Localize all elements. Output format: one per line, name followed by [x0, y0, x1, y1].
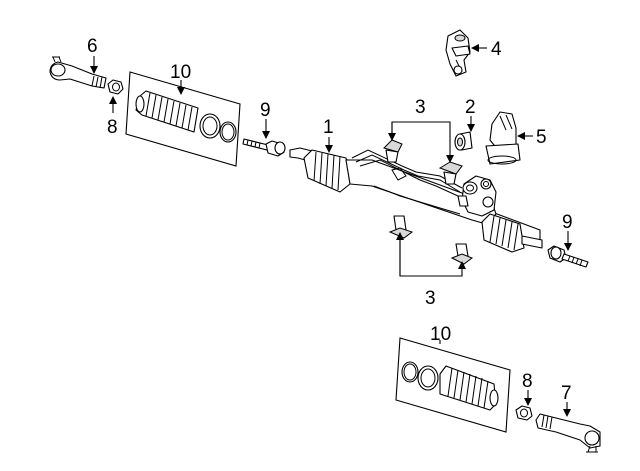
leader-lines — [90, 44, 572, 417]
jam-nut-right — [515, 405, 533, 421]
valve-body — [457, 175, 497, 217]
callout-tie-rod-end-left: 6 — [87, 36, 98, 57]
callout-dust-cap: 2 — [465, 97, 476, 118]
callout-rack: 1 — [323, 117, 334, 138]
inner-tie-rod-left — [242, 138, 286, 157]
boot-bellows-upper — [135, 90, 199, 133]
callout-bushings-lower: 3 — [425, 288, 436, 309]
boot-bellows-lower — [439, 365, 499, 411]
boot-clamp-large-lower — [417, 365, 439, 391]
boot-clamp-large-upper — [199, 113, 221, 139]
callout-mount: 5 — [536, 127, 547, 148]
boot-clamp-small-lower — [401, 361, 419, 383]
callout-jam-nut-left: 8 — [107, 117, 118, 138]
jam-nut-left — [107, 79, 124, 95]
tie-rod-end-right — [535, 413, 601, 453]
callout-jam-nut-right: 8 — [522, 371, 533, 392]
callout-tie-rod-end-right: 7 — [561, 383, 572, 404]
callout-inner-tie-rod-right: 9 — [562, 212, 573, 233]
mount-bushing-upper-right — [438, 161, 463, 185]
tie-rod-end-left — [49, 56, 107, 89]
callout-inner-tie-rod-left: 9 — [260, 100, 271, 121]
intermediate-joint — [445, 29, 471, 77]
mount-bushing-lower-left — [388, 215, 414, 239]
mount-bushing-lower-right — [450, 243, 474, 265]
inner-tie-rod-right — [547, 245, 589, 268]
callout-boot-kit-upper: 10 — [170, 62, 191, 83]
callout-bushings-upper: 3 — [415, 97, 426, 118]
callout-joint: 4 — [491, 39, 502, 60]
callout-boot-kit-lower: 10 — [430, 324, 451, 345]
boot-clamp-small-upper — [219, 121, 237, 143]
rack-mount — [485, 111, 521, 165]
boot-kit-panel-lower — [395, 337, 511, 433]
boot-kit-panel-upper — [125, 71, 241, 167]
mount-bushing-upper-left — [383, 139, 403, 163]
dust-cap — [454, 131, 473, 151]
steering-rack-assembly — [289, 147, 543, 253]
